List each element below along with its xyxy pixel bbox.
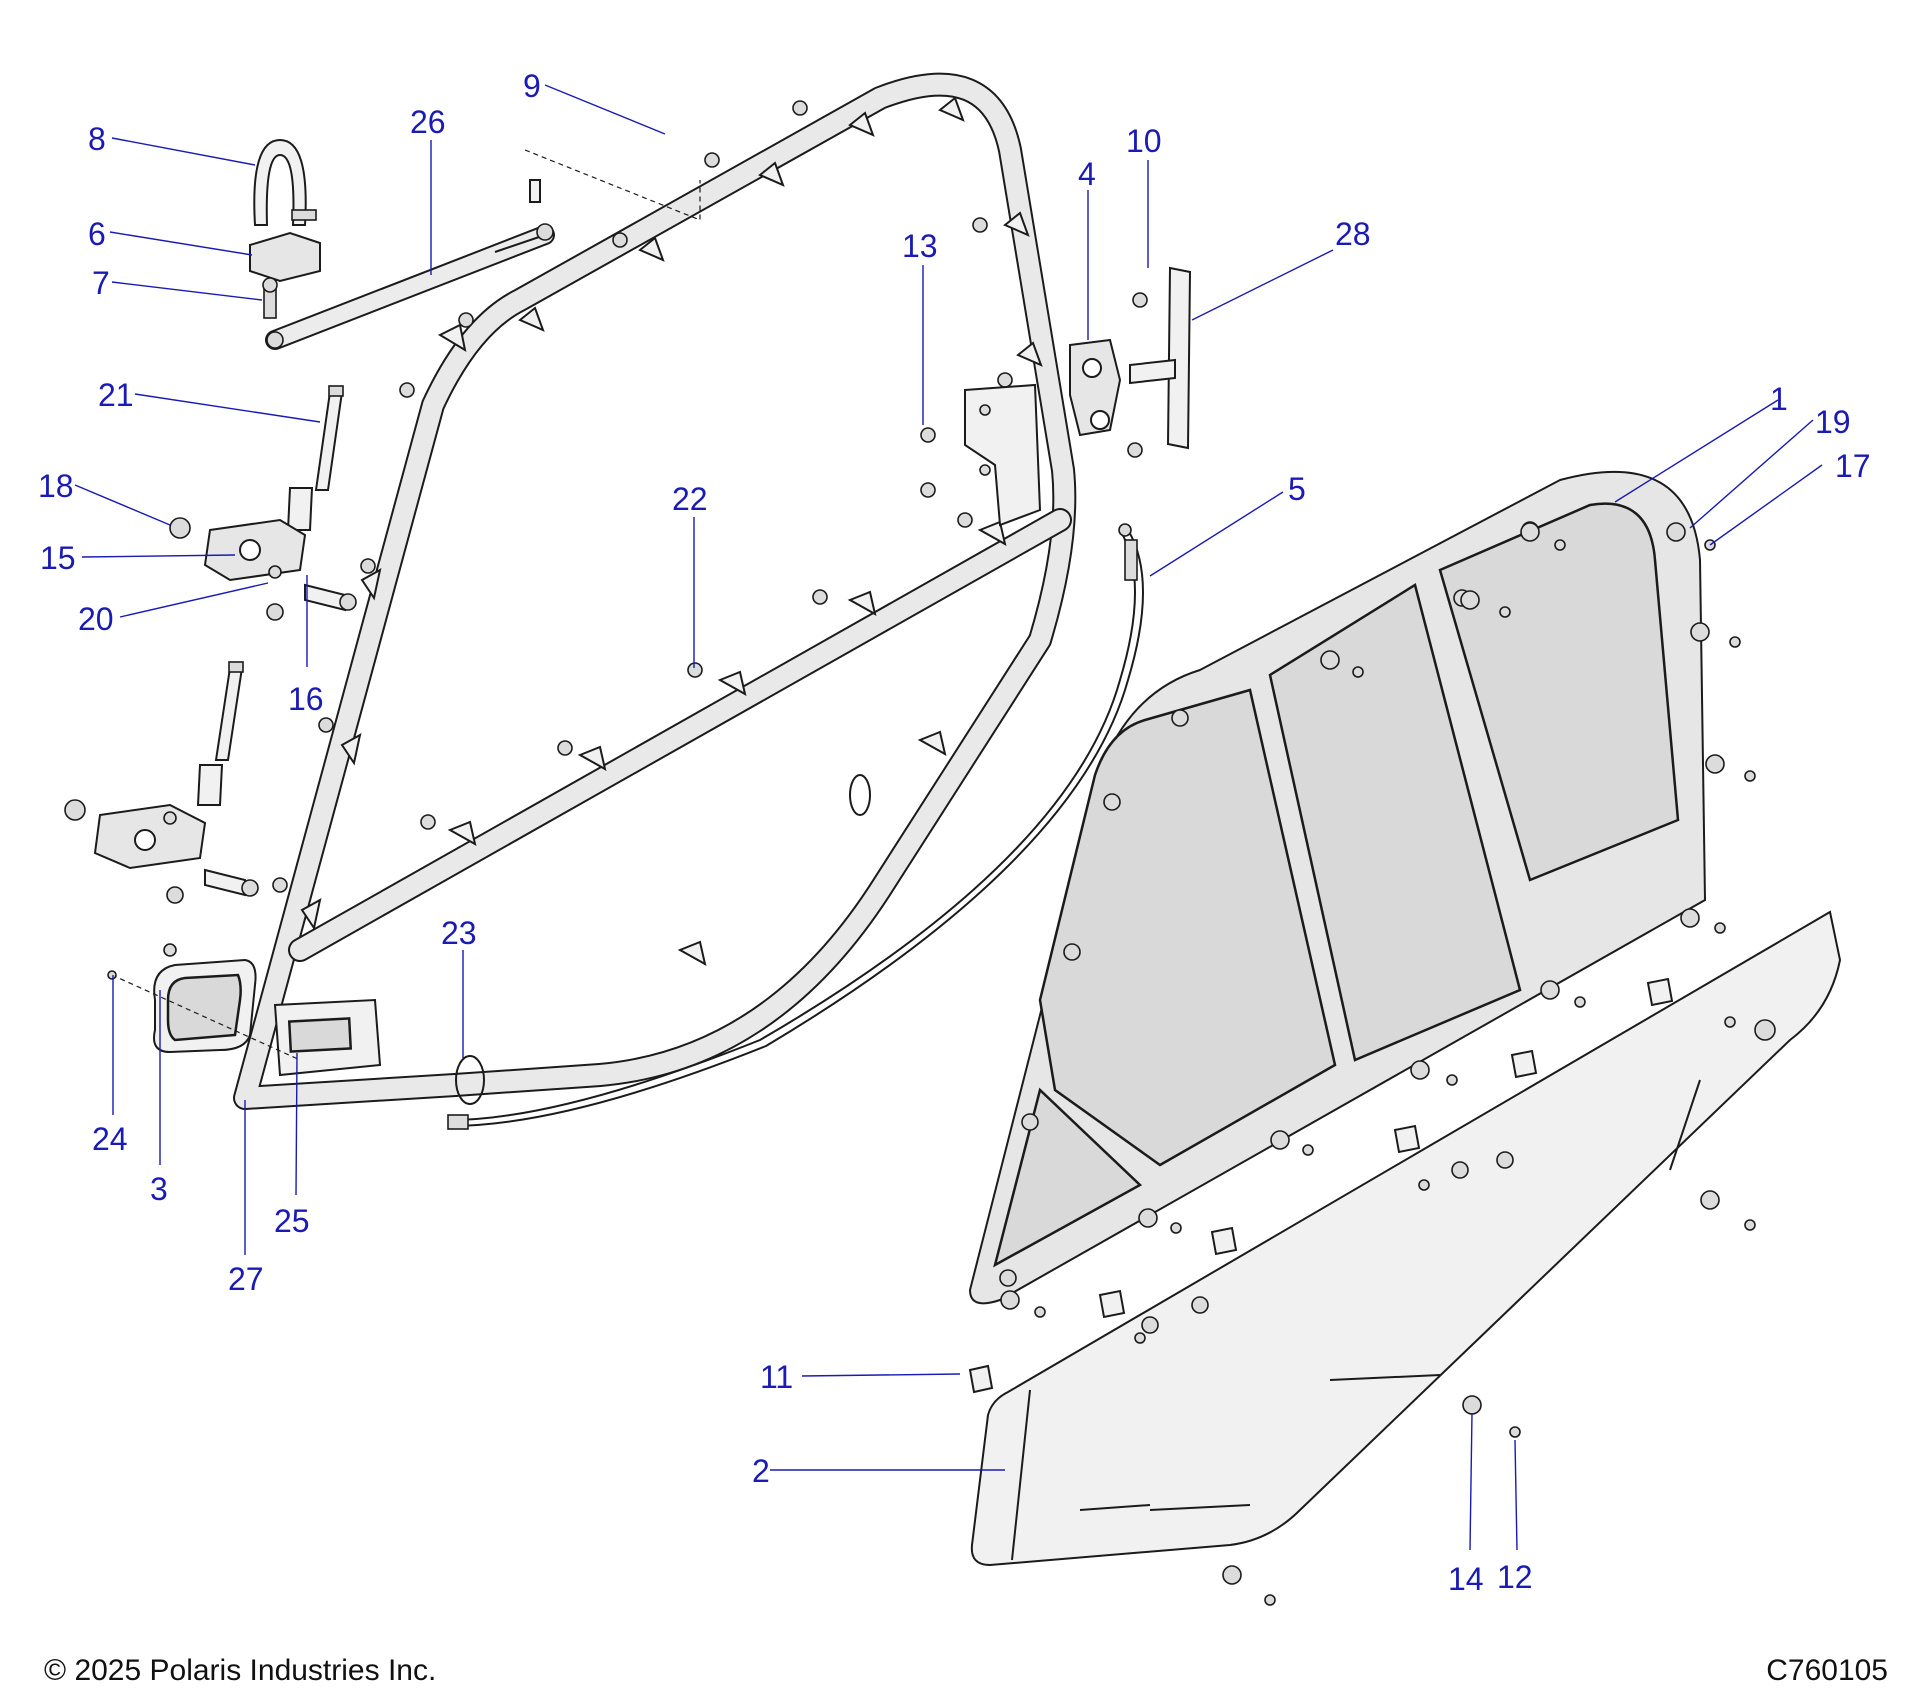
latch-plate: [964, 383, 1042, 527]
callout-21: 21: [98, 377, 134, 413]
long-bolt-upper: [286, 385, 344, 531]
clamp-bracket: [249, 231, 321, 283]
callout-20: 20: [78, 601, 114, 637]
callout-5: 5: [1288, 471, 1306, 507]
callout-2: 2: [752, 1453, 770, 1489]
speed-nuts: [968, 977, 1674, 1394]
long-bolt-lower: [196, 661, 244, 806]
lower-panel-holes: [1134, 1016, 1776, 1344]
callout-19: 19: [1815, 404, 1851, 440]
callout-17: 17: [1835, 448, 1871, 484]
latch: [1069, 338, 1122, 437]
callout-18: 18: [38, 468, 74, 504]
callout-6: 6: [88, 216, 106, 252]
handle-bezel: [273, 998, 382, 1077]
callout-9: 9: [523, 68, 541, 104]
frame-tabs: [300, 96, 1043, 966]
ball-stud: [262, 277, 278, 319]
callout-28: 28: [1335, 216, 1371, 252]
callout-27: 27: [228, 1261, 264, 1297]
frame-nuts: [272, 100, 1013, 893]
cable-tie: [455, 774, 871, 1105]
callout-3: 3: [150, 1171, 168, 1207]
diagram-code: C760105: [1766, 1654, 1888, 1687]
callout-25: 25: [274, 1203, 310, 1239]
door-lower-panel: [970, 910, 1842, 1567]
callout-8: 8: [88, 121, 106, 157]
callout-14: 14: [1448, 1561, 1484, 1597]
striker: [1127, 266, 1192, 458]
callout-labels: 1 2 3 4 5 6 7 8 9 10 11 12 13 14 15 16 1…: [38, 68, 1871, 1597]
upper-hinge: [169, 517, 357, 621]
door-frame: [233, 72, 1077, 1110]
small-screw: [107, 970, 117, 980]
gas-strut: [265, 179, 555, 350]
callout-22: 22: [672, 481, 708, 517]
copyright-notice: © 2025 Polaris Industries Inc.: [44, 1654, 437, 1687]
callout-11: 11: [760, 1359, 793, 1395]
handle-alignment-line: [111, 974, 301, 1061]
interior-handle: [153, 943, 257, 1054]
callout-7: 7: [92, 265, 110, 301]
callout-13: 13: [902, 228, 938, 264]
leader-lines: [74, 84, 1823, 1551]
callout-26: 26: [410, 104, 446, 140]
release-cable: [447, 523, 1144, 1130]
callout-15: 15: [40, 540, 76, 576]
callout-1: 1: [1770, 381, 1788, 417]
callout-4: 4: [1078, 156, 1096, 192]
callout-16: 16: [288, 681, 324, 717]
lower-hinge: [64, 799, 259, 904]
upper-clamp: [253, 138, 317, 226]
latch-bolts: [920, 427, 936, 498]
callout-10: 10: [1126, 123, 1162, 159]
callout-23: 23: [441, 915, 477, 951]
callout-12: 12: [1497, 1559, 1533, 1595]
callout-24: 24: [92, 1121, 128, 1157]
